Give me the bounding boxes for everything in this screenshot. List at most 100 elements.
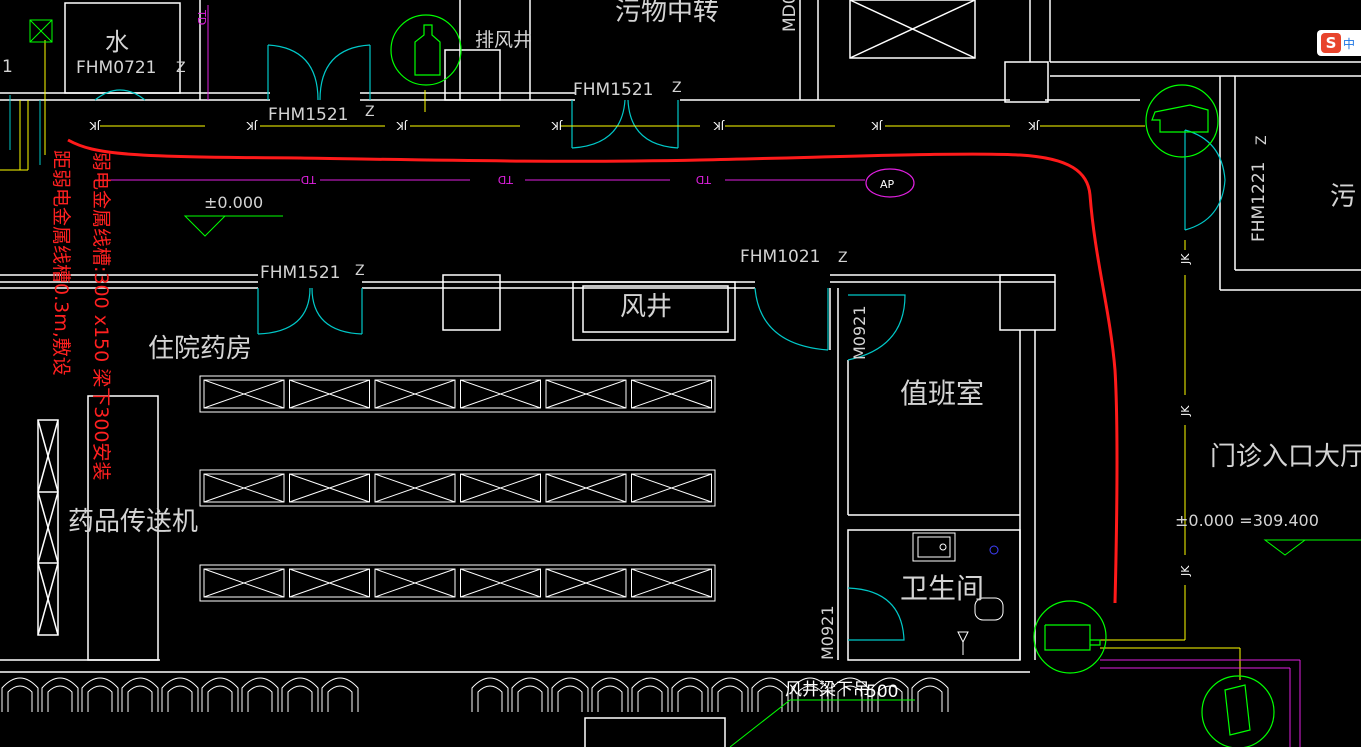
shelf-cross <box>289 379 370 409</box>
markup-route-line[interactable] <box>67 138 1119 604</box>
shelf-cross <box>289 568 370 598</box>
shelf-unit <box>545 379 627 409</box>
z-mark: Z <box>1254 135 1270 145</box>
seat-inner <box>717 685 743 712</box>
seat <box>551 677 589 712</box>
seat-inner <box>917 685 943 712</box>
jk-tag: JK <box>713 119 725 132</box>
restroom-fixtures <box>912 532 1004 655</box>
z-mark: Z <box>838 250 848 266</box>
seat-inner <box>47 685 73 712</box>
seat-inner <box>207 685 233 712</box>
door-fhm1021: FHM1021 <box>740 247 821 267</box>
seat <box>911 677 949 712</box>
seat <box>871 677 909 712</box>
seat-inner <box>7 685 33 712</box>
seat <box>281 677 319 712</box>
ap-marker[interactable] <box>865 168 915 198</box>
seat <box>711 677 749 712</box>
shelf-cross <box>631 473 712 503</box>
one-mark: 1 <box>2 57 13 77</box>
room-dirty-partial: 污 <box>1330 182 1356 212</box>
seat <box>41 677 79 712</box>
room-exhaust-shaft: 排风井 <box>475 29 532 51</box>
camera-devices <box>390 14 1275 747</box>
seat-inner <box>557 685 583 712</box>
shelf-unit <box>374 379 456 409</box>
door-fhm1521-top: FHM1521 <box>268 105 349 125</box>
jk-tag: JK <box>1028 119 1040 132</box>
seat <box>321 677 359 712</box>
shelf-cross <box>460 379 541 409</box>
shelf-cross <box>460 473 541 503</box>
sogou-logo-icon[interactable]: S <box>1321 33 1341 53</box>
note-cable-tray: 弱电金属线槽:300 x150 梁下300安装 <box>90 152 112 481</box>
shelf-row <box>199 564 716 602</box>
shelf-cross <box>374 568 456 598</box>
seat-inner <box>87 685 113 712</box>
shelf-cross <box>545 379 627 409</box>
seat <box>121 677 159 712</box>
seat-inner <box>517 685 543 712</box>
seat-inner <box>247 685 273 712</box>
z-mark: Z <box>176 60 186 76</box>
seat <box>201 677 239 712</box>
seat <box>1 677 39 712</box>
jk-tag: JK <box>89 119 101 132</box>
door-fhm1221: FHM1221 <box>1249 162 1269 243</box>
td-tag: TD <box>301 173 317 186</box>
seat-inner <box>127 685 153 712</box>
shelf-cross <box>203 473 285 503</box>
seat <box>831 677 869 712</box>
note-shaft-beam: 风井梁下吊 <box>785 680 870 700</box>
seat-inner <box>677 685 703 712</box>
seat <box>791 677 829 712</box>
jk-tag: JK <box>246 119 258 132</box>
ap-label: AP <box>880 178 895 191</box>
shelf-unit <box>203 568 285 598</box>
shelf-unit <box>289 379 370 409</box>
seat <box>591 677 629 712</box>
shelf-unit <box>203 473 285 503</box>
camera-icon <box>1033 600 1107 674</box>
shelf-cross <box>374 473 456 503</box>
level-lobby: ±0.000 =309.400 <box>1175 511 1319 530</box>
door-fhm1521-mid: FHM1521 <box>260 263 341 283</box>
jk-cable-lines <box>0 40 1241 680</box>
camera-icon <box>390 14 462 86</box>
seat <box>161 677 199 712</box>
td-cable-lines <box>95 5 1301 747</box>
room-outpatient-lobby: 门诊入口大厅 <box>1210 442 1361 472</box>
shelf-cross <box>374 379 456 409</box>
td-tag: TD <box>696 173 712 186</box>
shelf-unit <box>289 568 370 598</box>
shelf-unit <box>460 379 541 409</box>
text-labels: 水 FHM0721 Z 1 污物中转 排风井 MD0 FHM1521 Z FHM… <box>2 0 1361 702</box>
door-md-partial: MD0 <box>780 0 800 32</box>
shelf-unit <box>460 473 541 503</box>
jk-tag: JK <box>551 119 563 132</box>
seat <box>751 677 789 712</box>
shelf-unit <box>374 473 456 503</box>
shelf-cross <box>289 473 370 503</box>
seat-inner <box>287 685 313 712</box>
seat-inner <box>167 685 193 712</box>
seat <box>241 677 279 712</box>
shelf-unit <box>374 568 456 598</box>
seat-inner <box>877 685 903 712</box>
ime-toolbar[interactable]: S 中 <box>1317 30 1361 56</box>
seat <box>511 677 549 712</box>
jk-tag: JK <box>1179 405 1192 417</box>
ime-mode-label[interactable]: 中 <box>1343 36 1356 51</box>
shelf-cross <box>203 379 285 409</box>
seat-inner <box>597 685 623 712</box>
doors <box>94 44 1226 641</box>
shelf-cross <box>460 568 541 598</box>
jk-tag: JK <box>871 119 883 132</box>
room-air-shaft: 风井 <box>620 292 672 322</box>
seat <box>471 677 509 712</box>
jk-tag: JK <box>1179 253 1192 265</box>
